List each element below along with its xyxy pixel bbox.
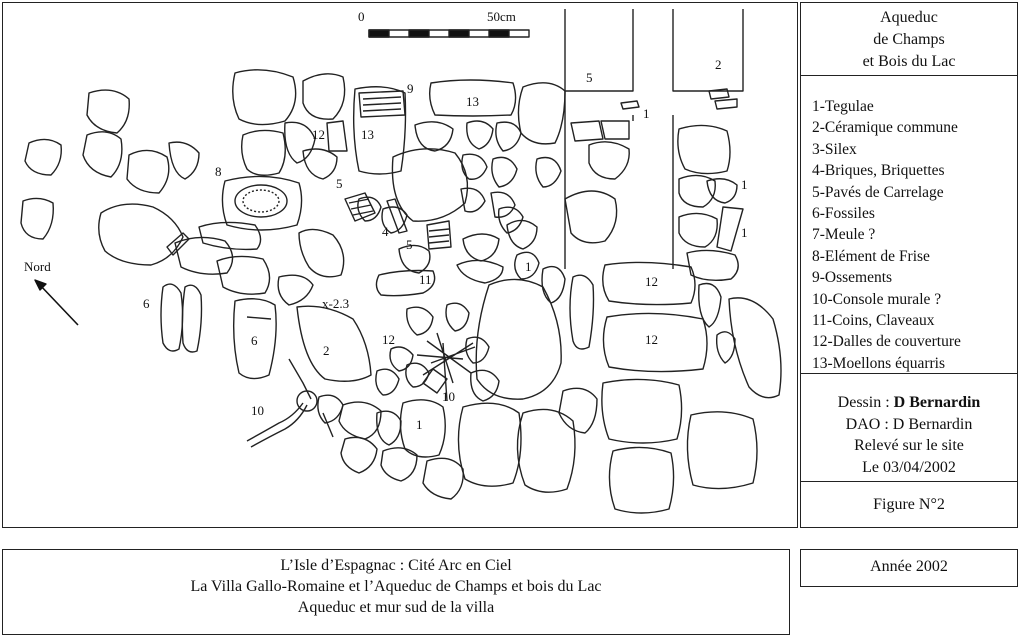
legend-item: 3-Silex: [812, 140, 857, 158]
title-line-2: de Champs: [873, 31, 945, 48]
north-arrow: Nord: [24, 259, 79, 326]
label-13-a: 13: [466, 94, 479, 109]
label-7: 8: [215, 164, 222, 179]
legend-item: 12-Dalles de couverture: [812, 333, 961, 351]
label-11-b: 12: [382, 332, 395, 347]
legend-item: 7-Meule ?: [812, 226, 876, 244]
label-12-b: 12: [645, 332, 658, 347]
label-4: 4: [382, 224, 389, 239]
label-6-b: 6: [251, 333, 258, 348]
label-1-b: 1: [741, 177, 748, 192]
stone-fragments: [20, 69, 782, 514]
label-5-top: 5: [586, 70, 593, 85]
dessin-name: D Bernardin: [893, 394, 981, 411]
year-box: Année 2002: [800, 549, 1018, 587]
label-1-d: 1: [525, 259, 532, 274]
credit-date: Le 03/04/2002: [862, 458, 956, 476]
caption-line-2: La Villa Gallo-Romaine et l’Aqueduc de C…: [190, 578, 602, 595]
legend-item: 11-Coins, Claveaux: [812, 312, 935, 330]
caption-panel: L’Isle d’Espagnac : Cité Arc en Ciel La …: [2, 549, 790, 635]
legend-item: 1-Tegulae: [812, 98, 874, 115]
dessin-prefix: Dessin :: [837, 394, 894, 411]
legend-item: 13-Moellons équarris: [812, 354, 946, 372]
label-9-a: 10: [251, 403, 264, 418]
credit-dao: DAO : D Bernardin: [845, 415, 973, 433]
label-1-c: 1: [741, 225, 748, 240]
feature-labels: 5 2 1 9 13 13 12 8 5 4 5 1 1 1 11 12 12 …: [143, 57, 748, 432]
label-11-a: 12: [312, 127, 325, 142]
credit-dessin: Dessin : D Bernardin: [801, 392, 1017, 414]
aqueduct-walls: [564, 9, 744, 269]
legend-item: 2-Céramique commune: [812, 119, 958, 137]
site-plan-drawing: 0 50cm Nord: [20, 9, 782, 514]
level-annotation: x-2.3: [322, 296, 349, 311]
legend-item: 5-Pavés de Carrelage: [812, 183, 944, 201]
label-1-e: 1: [416, 417, 423, 432]
label-5-a: 5: [336, 176, 343, 191]
label-9-b: 10: [442, 389, 455, 404]
special-features: [166, 88, 738, 448]
credits-block: Dessin : D Bernardin DAO : D Bernardin R…: [801, 373, 1017, 481]
label-12-a: 12: [645, 274, 658, 289]
title-line-1: Aqueduc: [880, 9, 938, 26]
figure-number: Figure N°2: [801, 481, 1017, 527]
legend-item: 8-Elément de Frise: [812, 247, 930, 265]
legend-items: 1-Tegulae 2-Céramique commune 3-Silex 4-…: [801, 75, 1017, 373]
north-label: Nord: [24, 259, 51, 274]
label-2-b: 2: [323, 343, 330, 358]
scale-start-label: 0: [358, 9, 365, 24]
label-6-a: 6: [143, 296, 150, 311]
legend-title: Aqueduc de Champs et Bois du Lac: [801, 3, 1017, 75]
scale-bar: 0 50cm: [358, 9, 530, 38]
scale-end-label: 50cm: [487, 9, 516, 24]
label-1-a: 1: [643, 106, 650, 121]
legend-panel: Aqueduc de Champs et Bois du Lac 1-Tegul…: [800, 2, 1018, 528]
legend-item: 4-Briques, Briquettes: [812, 162, 945, 180]
legend-item: 10-Console murale ?: [812, 290, 942, 308]
credit-releve: Relevé sur le site: [854, 437, 964, 454]
legend-item: 6-Fossiles: [812, 205, 875, 223]
label-13-b: 13: [361, 127, 374, 142]
caption-line-1: L’Isle d’Espagnac : Cité Arc en Ciel: [280, 557, 512, 574]
label-2-top: 2: [715, 57, 722, 72]
plan-drawing-panel: 0 50cm Nord: [2, 2, 798, 528]
label-8: 9: [407, 81, 414, 96]
legend-item: 9-Ossements: [812, 269, 893, 287]
caption-line-3: Aqueduc et mur sud de la villa: [297, 599, 495, 616]
label-5-b: 5: [406, 237, 413, 252]
title-line-3: et Bois du Lac: [862, 53, 956, 70]
label-10: 11: [419, 272, 432, 287]
